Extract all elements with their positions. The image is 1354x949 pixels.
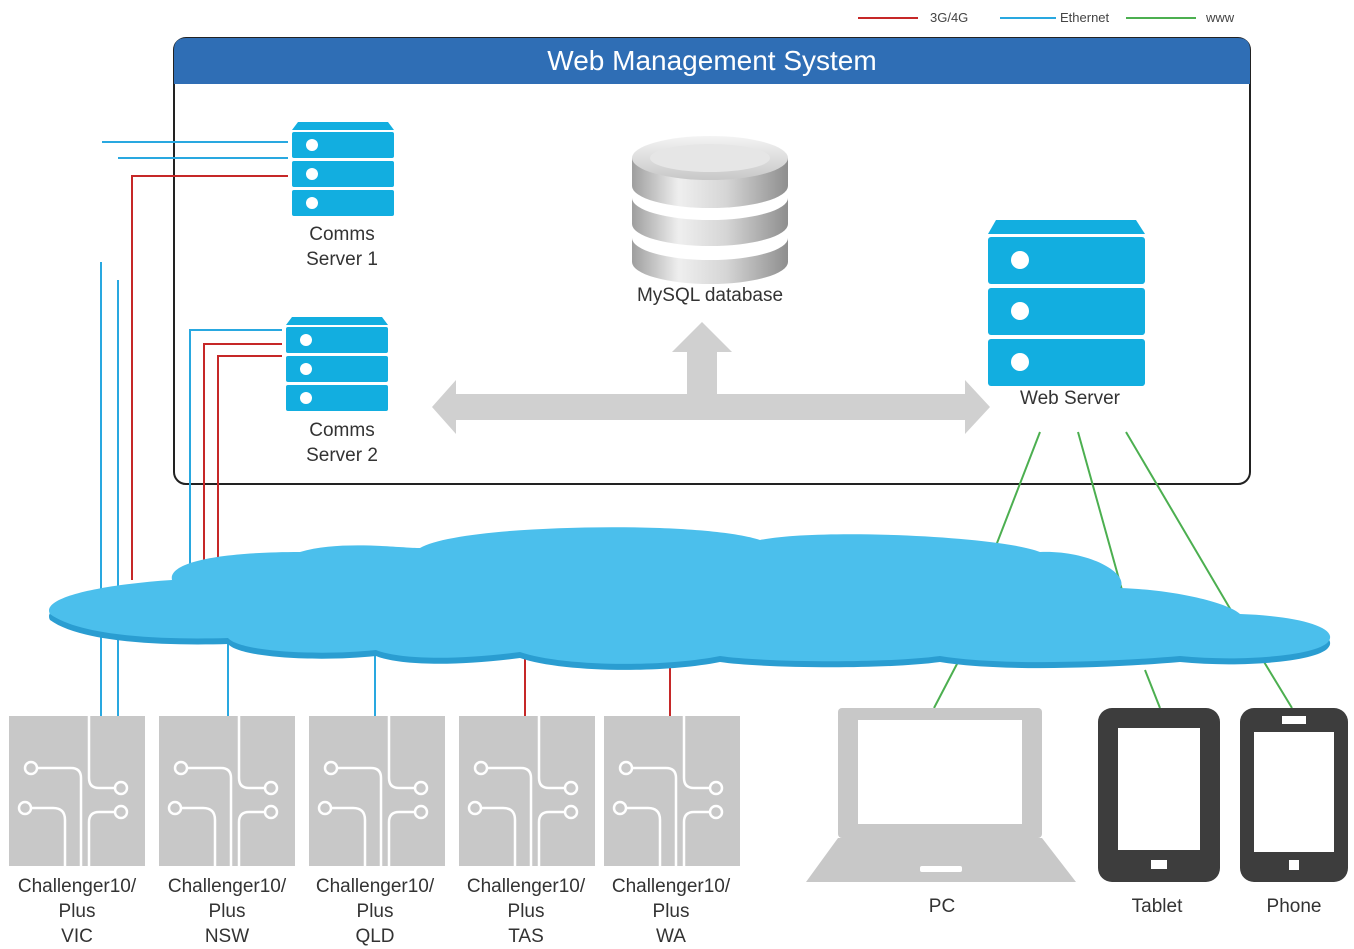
device-region: QLD — [355, 926, 395, 947]
device-vic-icon — [7, 714, 147, 868]
legend-www-label: www — [1206, 10, 1235, 25]
data-flow-arrows — [432, 322, 990, 434]
device-variant: Plus — [58, 901, 96, 922]
www-line — [1125, 431, 1233, 613]
device-model: Challenger10/ — [611, 876, 731, 897]
3g-line — [203, 343, 282, 568]
device-variant: Plus — [208, 901, 246, 922]
database-icon — [632, 136, 788, 284]
device-model: Challenger10/ — [17, 876, 137, 897]
device-region: VIC — [61, 926, 93, 947]
comms-server-2-icon — [286, 317, 388, 411]
comms-server-2-line2: Server 2 — [306, 445, 378, 466]
www-line — [1144, 669, 1161, 709]
connection-lines — [100, 141, 1293, 716]
device-region: NSW — [204, 926, 250, 947]
device-label-tas: Challenger10/ Plus TAS — [451, 874, 601, 949]
phone-icon — [1240, 708, 1348, 882]
comms-server-1-icon — [292, 122, 394, 216]
device-tas-icon — [457, 714, 597, 868]
comms-server-1-label: Comms Server 1 — [272, 222, 412, 272]
cloud-shape — [49, 527, 1331, 664]
device-variant: Plus — [507, 901, 545, 922]
legend-3g-label: 3G/4G — [930, 10, 969, 25]
device-region: TAS — [508, 926, 544, 947]
pc-label: PC — [928, 896, 956, 917]
web-server-icon — [988, 220, 1145, 386]
device-model: Challenger10/ — [167, 876, 287, 897]
system-title: Web Management System — [547, 45, 877, 76]
tablet-icon — [1098, 708, 1220, 882]
device-model: Challenger10/ — [466, 876, 586, 897]
comms-server-2-line1: Comms — [309, 420, 375, 441]
device-label-qld: Challenger10/ Plus QLD — [300, 874, 450, 949]
ethernet-line — [189, 329, 282, 568]
device-wa-icon — [602, 714, 742, 868]
phone-label: Phone — [1266, 896, 1322, 917]
laptop-icon — [806, 708, 1076, 882]
device-label-vic: Challenger10/ Plus VIC — [2, 874, 152, 949]
www-line — [933, 661, 959, 709]
3g-line — [217, 355, 282, 565]
device-variant: Plus — [356, 901, 394, 922]
legend-ethernet-label: Ethernet — [1060, 10, 1110, 25]
internet-cloud — [49, 527, 1331, 670]
comms-server-1-line1: Comms — [309, 224, 375, 245]
database-label: MySQL database — [636, 285, 784, 306]
device-qld-icon — [307, 714, 447, 868]
web-server-label: Web Server — [1020, 388, 1120, 409]
3g-line — [131, 175, 288, 580]
device-variant: Plus — [652, 901, 690, 922]
device-region: WA — [656, 926, 686, 947]
device-model: Challenger10/ — [315, 876, 435, 897]
tablet-label: Tablet — [1131, 896, 1183, 917]
device-label-nsw: Challenger10/ Plus NSW — [152, 874, 302, 949]
device-nsw-icon — [157, 714, 297, 868]
www-line — [1077, 431, 1123, 591]
www-line — [991, 431, 1041, 557]
device-label-wa: Challenger10/ Plus WA — [596, 874, 746, 949]
comms-server-1-line2: Server 1 — [306, 249, 378, 270]
comms-server-2-label: Comms Server 2 — [272, 418, 412, 468]
